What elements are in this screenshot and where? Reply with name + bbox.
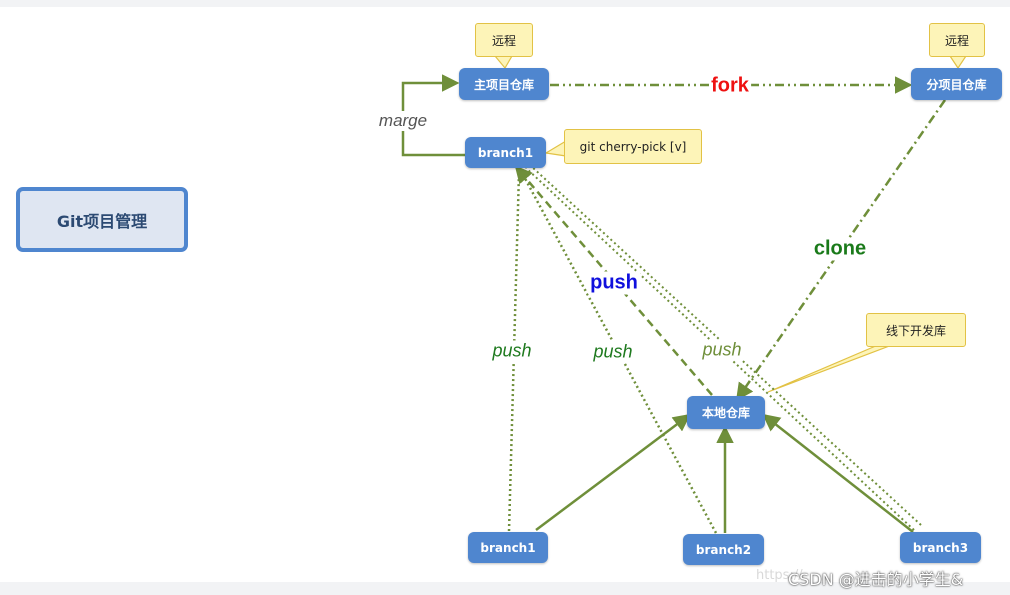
watermark-url: https:// [756, 568, 803, 583]
callout-pointer-offline [767, 344, 893, 393]
label-push-mid: push [591, 341, 635, 363]
callout-pointer-remote-main [493, 55, 514, 70]
watermark-csdn: CSDN @进击的小学生& [788, 570, 964, 589]
node-main-repo[interactable]: 主项目仓库 [459, 68, 549, 100]
edge-clone [736, 99, 947, 401]
label-push-bold: push [588, 271, 640, 295]
callout-pointer-remote-sub [948, 55, 968, 70]
node-sub-repo[interactable]: 分项目仓库 [911, 68, 1002, 100]
edge-branch1-local [535, 413, 691, 531]
label-push-left: push [490, 340, 534, 362]
node-local-repo[interactable]: 本地仓库 [687, 396, 765, 429]
root-node-git-management[interactable]: Git项目管理 [16, 187, 188, 252]
node-branch1-top[interactable]: branch1 [465, 137, 546, 168]
edge-branch3-local [762, 413, 914, 533]
top-strip [0, 0, 1010, 7]
label-fork: fork [709, 74, 751, 98]
node-branch2[interactable]: branch2 [683, 534, 764, 565]
callout-pointer-cherry [544, 139, 567, 157]
node-branch3[interactable]: branch3 [900, 532, 981, 563]
bottom-strip [0, 582, 1010, 595]
node-branch1-bottom[interactable]: branch1 [468, 532, 548, 563]
callout-remote-sub: 远程 [929, 23, 985, 57]
label-push-right: push [700, 339, 744, 361]
callout-offline-dev: 线下开发库 [866, 313, 966, 347]
callout-remote-main: 远程 [475, 23, 533, 57]
label-merge: marge [376, 111, 430, 131]
callout-cherry-pick: git cherry-pick [v] [564, 129, 702, 164]
label-clone: clone [811, 237, 869, 261]
